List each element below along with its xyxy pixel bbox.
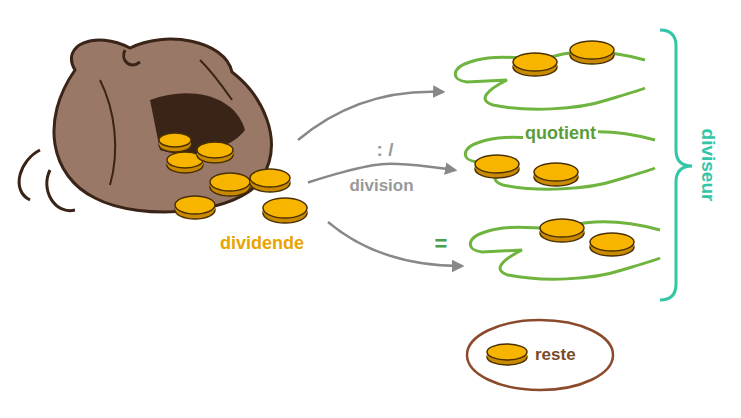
equals-sign: = bbox=[435, 232, 448, 256]
coin bbox=[570, 41, 614, 64]
arrow bbox=[328, 222, 462, 266]
edge-label: division bbox=[347, 177, 415, 196]
node-label: quotient bbox=[523, 124, 598, 144]
hands bbox=[455, 52, 660, 280]
remainder-ellipse: reste bbox=[465, 318, 615, 392]
bracket-label: diviseur bbox=[698, 129, 719, 202]
coin bbox=[540, 219, 584, 242]
hand-node: quotient bbox=[455, 120, 655, 196]
bag-node: dividende bbox=[40, 40, 308, 256]
coin bbox=[210, 173, 250, 196]
coin bbox=[475, 155, 519, 178]
coin bbox=[487, 344, 527, 365]
coin bbox=[175, 196, 215, 219]
coin bbox=[250, 169, 290, 192]
hand bbox=[455, 52, 645, 110]
money-bag bbox=[19, 39, 271, 212]
arrow bbox=[298, 92, 443, 140]
node-label: reste bbox=[535, 346, 576, 365]
node-label: dividende bbox=[220, 234, 304, 254]
bracket bbox=[660, 30, 692, 300]
coin bbox=[513, 53, 557, 76]
operator-symbol: : / bbox=[377, 140, 394, 161]
coins bbox=[475, 41, 634, 256]
coin bbox=[159, 133, 191, 152]
coin bbox=[534, 163, 578, 186]
coin bbox=[263, 198, 307, 223]
coin bbox=[590, 233, 634, 256]
coins bbox=[159, 133, 307, 223]
coin bbox=[197, 142, 233, 163]
